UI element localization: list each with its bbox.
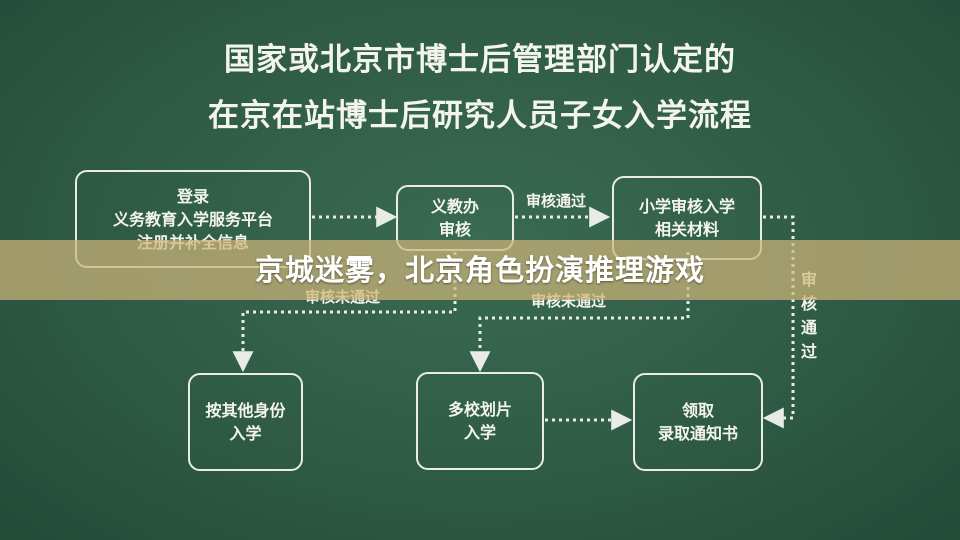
node-multi-school-line1: 多校划片 — [447, 400, 512, 419]
node-register-line2: 义务教育入学服务平台 — [112, 209, 273, 229]
node-primary-school-review: 小学审核入学 相关材料 — [612, 176, 762, 260]
node-other-identity-line1: 按其他身份 — [205, 401, 286, 420]
node-multi-school-line2: 入学 — [463, 423, 496, 442]
node-primary-school-line2: 相关材料 — [654, 220, 719, 239]
node-notice-line1: 领取 — [681, 401, 714, 420]
node-notice-line2: 录取通知书 — [657, 424, 738, 443]
diagram-title-line-2: 在京在站博士后研究人员子女入学流程 — [208, 98, 752, 134]
connector-primary-to-multi-school — [469, 252, 690, 373]
edge-label-approved: 审核通过 — [526, 192, 587, 210]
banner-text: 京城迷雾，北京角色扮演推理游戏 — [254, 253, 705, 287]
node-edu-office-line1: 义教办 — [430, 197, 479, 216]
node-admission-notice: 领取 录取通知书 — [633, 373, 763, 471]
node-other-identity: 按其他身份 入学 — [188, 373, 303, 471]
node-other-identity-line2: 入学 — [229, 424, 262, 443]
title-banner: 京城迷雾，北京角色扮演推理游戏 — [0, 240, 960, 300]
node-multi-school: 多校划片 入学 — [416, 372, 544, 470]
node-edu-office-line2: 审核 — [438, 220, 471, 239]
node-register-line1: 登录 — [176, 186, 209, 206]
node-primary-school-line1: 小学审核入学 — [638, 197, 735, 216]
connector-primary-to-notice — [762, 215, 795, 429]
diagram-title-line-1: 国家或北京市博士后管理部门认定的 — [224, 42, 736, 78]
